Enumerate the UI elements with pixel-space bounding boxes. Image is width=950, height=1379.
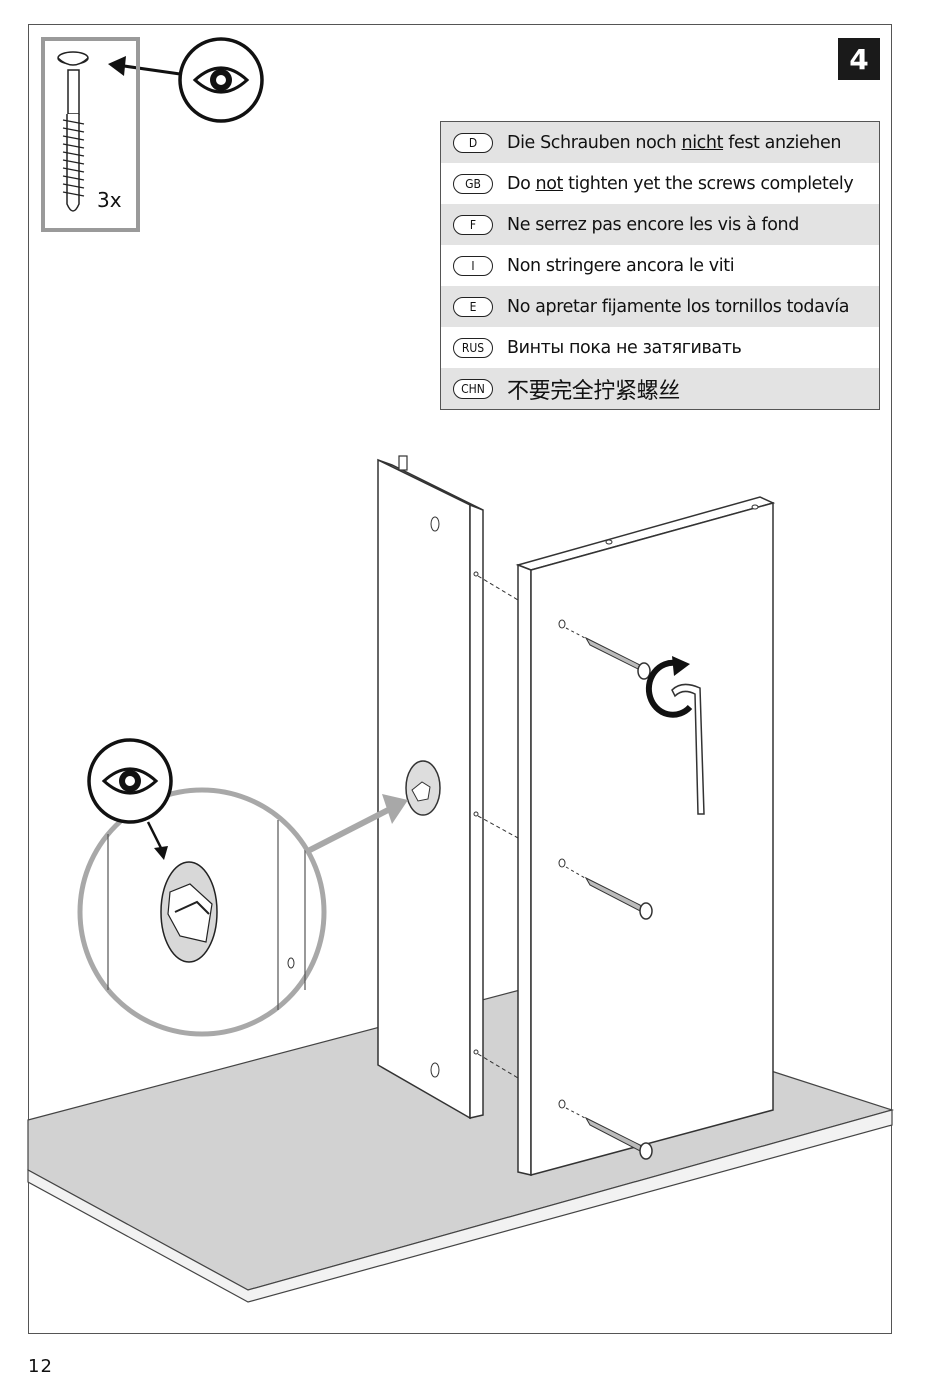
- instruction-row: F Ne serrez pas encore les vis à fond: [441, 204, 879, 245]
- language-code-badge: I: [453, 255, 493, 276]
- instruction-emphasis: not: [535, 173, 564, 194]
- rotate-arrow-icon: [645, 656, 693, 718]
- instruction-text-part: Non stringere ancora le viti: [507, 255, 735, 276]
- instruction-text: Die Schrauben noch nicht fest anziehen: [507, 133, 841, 153]
- instruction-text: Non stringere ancora le viti: [507, 255, 735, 276]
- screw-top: [558, 619, 651, 680]
- right-side-panel: [515, 496, 776, 1176]
- instruction-text-part: 不要完全拧紧螺丝: [507, 378, 680, 404]
- instruction-text-part: fest anziehen: [723, 132, 842, 153]
- left-side-panel: [377, 455, 519, 1120]
- detail-magnifier: [77, 787, 408, 1037]
- instruction-text: 不要完全拧紧螺丝: [507, 373, 680, 405]
- screw-icon: [57, 51, 89, 212]
- instruction-text-part: Do: [507, 173, 536, 194]
- instruction-row: D Die Schrauben noch nicht fest anziehen: [441, 122, 879, 163]
- eye-icon: [87, 738, 173, 860]
- language-code-badge: F: [453, 214, 493, 235]
- instruction-row: RUS Винты пока не затягивать: [441, 327, 879, 368]
- instruction-text: Винты пока не затягивать: [507, 337, 742, 358]
- instruction-row: I Non stringere ancora le viti: [441, 245, 879, 286]
- step-number: 4: [838, 38, 880, 80]
- screw-middle: [558, 858, 653, 920]
- eye-icon: [108, 37, 264, 123]
- instruction-text: No apretar fijamente los tornillos todav…: [507, 296, 850, 317]
- instruction-emphasis: nicht: [681, 132, 724, 153]
- allen-key-icon: [671, 683, 705, 815]
- language-code-badge: RUS: [453, 337, 493, 358]
- screw-bottom: [558, 1099, 653, 1160]
- instruction-text-part: Винты пока не затягивать: [507, 337, 742, 358]
- language-code-badge: CHN: [453, 378, 493, 399]
- language-code-badge: D: [453, 132, 493, 153]
- hardware-box: [41, 37, 140, 232]
- page-frame: [28, 24, 892, 1334]
- instruction-text-part: Ne serrez pas encore les vis à fond: [507, 214, 799, 235]
- instruction-text: Ne serrez pas encore les vis à fond: [507, 215, 799, 235]
- instruction-text-part: tighten yet the screws completely: [563, 173, 854, 194]
- language-code-badge: E: [453, 296, 493, 317]
- language-code-badge: GB: [453, 173, 493, 194]
- instruction-row: GB Do not tighten yet the screws complete…: [441, 163, 879, 204]
- instruction-row: E No apretar fijamente los tornillos toda…: [441, 286, 879, 327]
- instruction-text-part: Die Schrauben noch: [507, 132, 682, 153]
- instruction-text: Do not tighten yet the screws completely: [507, 173, 854, 194]
- instruction-text-part: No apretar fijamente los tornillos todav…: [507, 296, 850, 317]
- instruction-row: CHN 不要完全拧紧螺丝: [441, 368, 879, 409]
- hardware-quantity: 3x: [97, 188, 122, 212]
- page-number: 12: [28, 1356, 53, 1377]
